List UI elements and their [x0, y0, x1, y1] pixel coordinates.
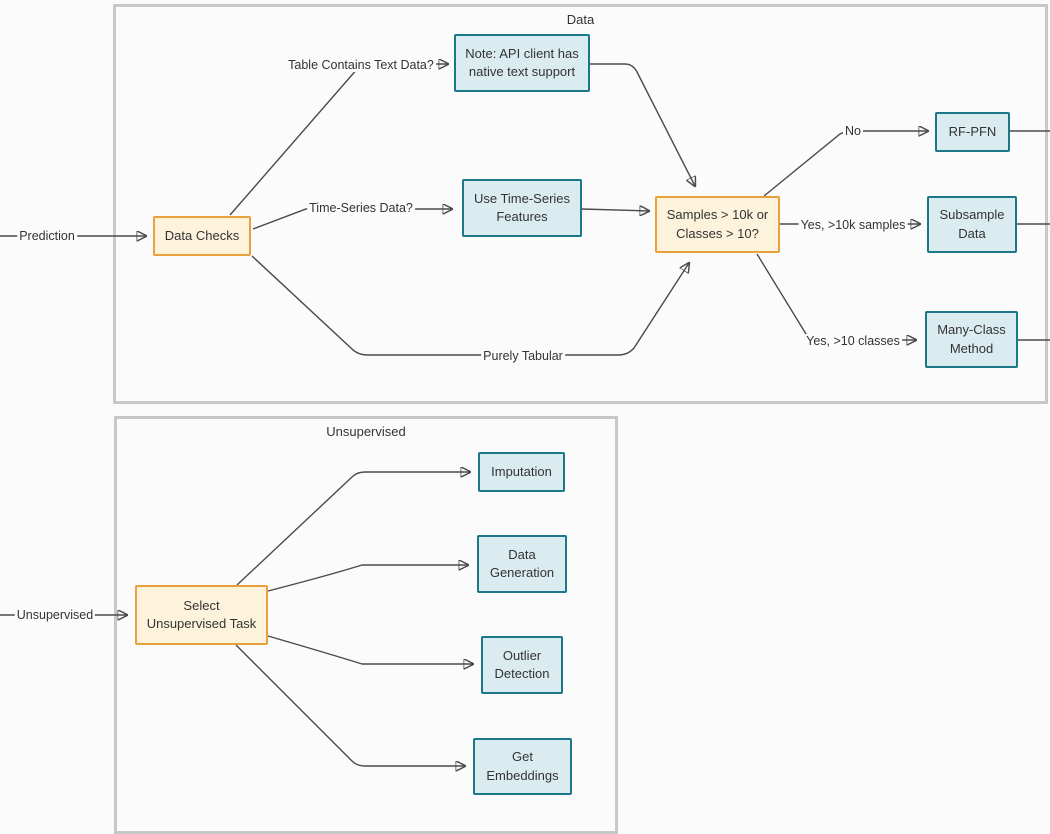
edge-data-checks-to-note	[229, 64, 448, 216]
edge-data-checks-purely-tabular	[251, 255, 689, 356]
edge-select-to-imputation	[236, 472, 470, 586]
node-use-time-series-features: Use Time-Series Features	[462, 179, 582, 237]
node-rf-pfn: RF-PFN	[935, 112, 1010, 152]
edge-label-time-series-data: Time-Series Data?	[307, 201, 415, 215]
edge-label-purely-tabular: Purely Tabular	[481, 349, 565, 363]
edge-label-no: No	[843, 124, 863, 138]
node-outlier-detection: Outlier Detection	[481, 636, 563, 694]
node-note-api-client: Note: API client has native text support	[454, 34, 590, 92]
node-get-embeddings: Get Embeddings	[473, 738, 572, 795]
edge-label-prediction: Prediction	[17, 229, 77, 243]
edge-label-yes-10-classes: Yes, >10 classes	[804, 334, 902, 348]
unsupervised-container: Unsupervised	[114, 416, 618, 834]
node-samples-classes-question: Samples > 10k or Classes > 10?	[655, 196, 780, 253]
node-many-class-method: Many-Class Method	[925, 311, 1018, 368]
data-container: Data	[113, 4, 1048, 404]
edge-label-yes-10k-samples: Yes, >10k samples	[798, 218, 908, 232]
node-select-unsupervised-task: Select Unsupervised Task	[135, 585, 268, 645]
data-container-label: Data	[566, 12, 595, 27]
edge-samples-no-to-rf-pfn	[763, 131, 928, 197]
edge-note-to-samples	[590, 63, 695, 186]
edge-select-to-data-generation	[267, 565, 468, 592]
node-data-checks: Data Checks	[153, 216, 251, 256]
edge-select-to-outlier	[267, 635, 473, 664]
edge-samples-to-many-class	[756, 253, 916, 340]
edge-time-series-to-samples	[581, 209, 649, 211]
node-imputation: Imputation	[478, 452, 565, 492]
edge-label-table-contains-text-data: Table Contains Text Data?	[286, 58, 436, 72]
node-subsample-data: Subsample Data	[927, 196, 1017, 253]
edge-label-unsupervised: Unsupervised	[14, 608, 96, 622]
edge-select-to-embeddings	[235, 644, 465, 766]
unsupervised-container-label: Unsupervised	[326, 424, 406, 439]
node-data-generation: Data Generation	[477, 535, 567, 593]
